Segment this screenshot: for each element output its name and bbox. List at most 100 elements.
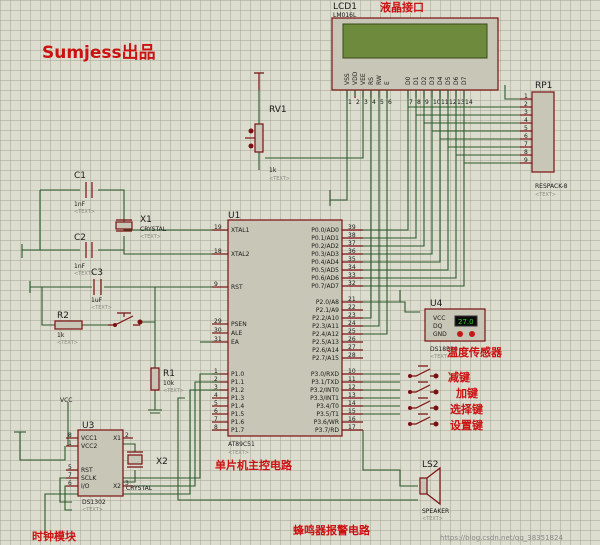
- u3-ref: U3: [82, 421, 94, 431]
- key-set-contacts: [410, 413, 436, 425]
- u1-pin-number: 26: [348, 336, 356, 343]
- rp1-pin-number: 8: [524, 149, 528, 156]
- clock-module-label: 时钟模块: [32, 529, 77, 543]
- u1-pin-p23a11: P2.3/A11: [312, 323, 339, 330]
- u1-pin-number: 5: [214, 400, 218, 407]
- u4-pin-dq: DQ: [433, 323, 443, 330]
- lcd-pin-number: 8: [417, 99, 421, 106]
- lcd-interface-label: 液晶接口: [380, 0, 424, 14]
- u1-pin-ea: EA: [231, 339, 240, 346]
- reset-button[interactable]: [108, 312, 143, 327]
- u1-pin-p17: P1.7: [231, 427, 244, 434]
- c2[interactable]: C2 1nF <TEXT>: [74, 233, 95, 277]
- lcd-pin-d4: D4: [437, 76, 444, 85]
- u1-pin-number: 33: [348, 272, 356, 279]
- u1-pin-p32int0: P3.2/INT0: [310, 387, 339, 394]
- u1-pin-p36wr: P3.6/WR: [314, 419, 339, 426]
- u3-pin-number: 5: [68, 464, 72, 471]
- key-down-button[interactable]: [408, 365, 439, 379]
- c1-wires: [40, 189, 220, 231]
- rv1[interactable]: RV1 1k <TEXT>: [245, 72, 290, 182]
- u1-pin-number: 17: [348, 424, 356, 431]
- u1-pin-number: 25: [348, 328, 356, 335]
- u4-ds18b20[interactable]: U4 DS18B20 <TEXT> VCC DQ GND 27.0: [424, 299, 486, 360]
- r2[interactable]: R2 1k <TEXT>: [54, 311, 83, 346]
- u1-pin-p31txd: P3.1/TXD: [311, 379, 339, 386]
- u1-pin-p12: P1.2: [231, 387, 244, 394]
- lcd-pin-d0: D0: [405, 76, 412, 85]
- u4-display: [454, 315, 478, 327]
- u1-pin-number: 11: [348, 376, 356, 383]
- lcd-pin-number: 5: [380, 99, 384, 106]
- c1[interactable]: C1 1nF <TEXT>: [74, 171, 95, 215]
- c3[interactable]: C3 1uF <TEXT>: [91, 268, 112, 311]
- control-bus: [363, 90, 388, 335]
- x2-ref: X2: [156, 457, 168, 467]
- rv1-supply: [254, 72, 264, 90]
- u1-pin-p05ad5: P0.5/AD5: [311, 267, 339, 274]
- u1-pin-xtal1: XTAL1: [231, 227, 250, 234]
- x1[interactable]: X1 CRYSTAL <TEXT>: [115, 215, 167, 240]
- u3-pin-x1: X1: [113, 435, 121, 442]
- u1-pin-number: 4: [214, 392, 218, 399]
- temp-sensor-label: 温度传感器: [447, 345, 503, 359]
- key-down-label: 减键: [448, 370, 471, 384]
- r1[interactable]: R1 10k <TEXT>: [150, 367, 184, 394]
- lcd-vss-wire: [330, 90, 348, 201]
- u1-pin-p30rxd: P3.0/RXD: [311, 371, 339, 378]
- key-up-button[interactable]: [408, 381, 439, 395]
- u1-pin-p37rd: P3.7/RD: [315, 427, 339, 434]
- u1-pin-rst: RST: [231, 284, 243, 291]
- u1-pin-p27a15: P2.7/A15: [312, 355, 339, 362]
- u1-pin-p25a13: P2.5/A13: [312, 339, 339, 346]
- u1-pin-number: 31: [214, 336, 222, 343]
- u1-pin-p13: P1.3: [231, 395, 244, 402]
- c1-plates: [85, 182, 93, 198]
- u1-pin-p03ad3: P0.3/AD3: [311, 251, 339, 258]
- lcd-pin-rw: RW: [376, 75, 383, 85]
- u1-pin-p00ad0: P0.0/AD0: [311, 227, 339, 234]
- lcd-pin-d2: D2: [421, 76, 428, 85]
- x2[interactable]: X2 CRYSTAL: [126, 451, 168, 492]
- rp1-pin-number: 1: [524, 93, 528, 100]
- lcd-pin-number: 3: [364, 99, 368, 106]
- c2-ref: C2: [74, 233, 86, 243]
- u1-text: <TEXT>: [228, 450, 249, 456]
- key-set-button[interactable]: [408, 413, 439, 427]
- c1-ref: C1: [74, 171, 86, 181]
- key-select-button[interactable]: [408, 397, 439, 411]
- lcd1[interactable]: LCD1 LM016L VSS1VDD2VEE3RS4RW5E6D07D18D2…: [331, 2, 499, 106]
- u1-pin-number: 18: [214, 248, 222, 255]
- lcd-pin-vee: VEE: [360, 73, 367, 85]
- buzzer-wires: [177, 397, 418, 501]
- lcd-pin-e: E: [384, 81, 391, 85]
- u1-pin-number: 12: [348, 384, 356, 391]
- u1-mcu[interactable]: U1 AT89C51 <TEXT> XTAL119XTAL218RST9PSEN…: [212, 211, 363, 456]
- u3-pin-x2: X2: [113, 483, 121, 490]
- u1-pin-number: 27: [348, 344, 356, 351]
- c2-text: <TEXT>: [74, 271, 95, 277]
- u1-pin-number: 24: [348, 320, 356, 327]
- u1-pin-number: 23: [348, 312, 356, 319]
- u1-pin-number: 32: [348, 280, 356, 287]
- u1-pin-p22a10: P2.2/A10: [312, 315, 339, 322]
- u1-pin-p24a12: P2.4/A12: [312, 331, 339, 338]
- ls2-speaker[interactable]: LS2 SPEAKER <TEXT>: [419, 460, 449, 522]
- u4-button-up[interactable]: [469, 331, 475, 337]
- ls2-cone: [426, 466, 441, 506]
- rv1-knob-top: [248, 128, 254, 134]
- lcd-pin-number: 14: [465, 99, 473, 106]
- u1-pin-number: 8: [214, 424, 218, 431]
- u3-ds1302[interactable]: U3 DS1302 <TEXT> VCC18VCC21RST5SCLK7I/O6…: [66, 421, 133, 513]
- key-select-pin1: [408, 406, 412, 410]
- lcd-pin-d3: D3: [429, 76, 436, 85]
- rv1-value: 1k: [269, 167, 277, 174]
- u4-button-down[interactable]: [457, 331, 463, 337]
- reset-gnd: [148, 409, 162, 414]
- key-up-pin1: [408, 390, 412, 394]
- u1-pin-number: 6: [214, 408, 218, 415]
